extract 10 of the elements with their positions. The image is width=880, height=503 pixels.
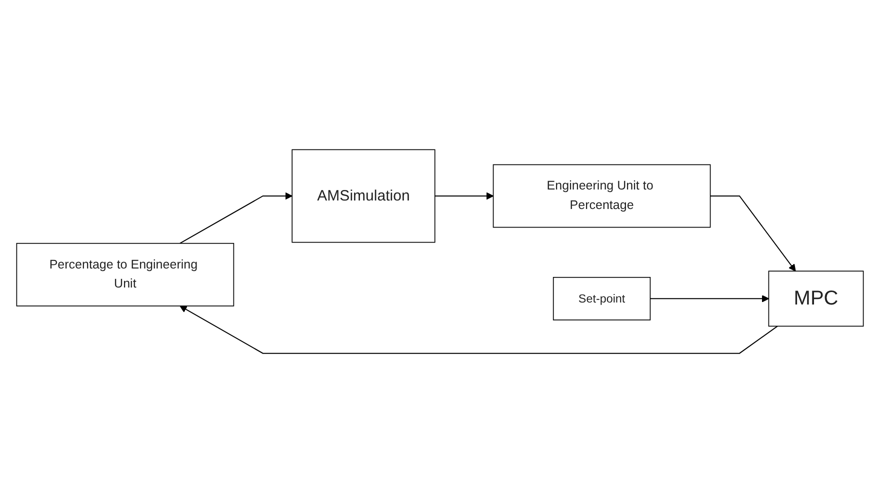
process-box: Set-point (552, 276, 651, 320)
arrow (180, 306, 778, 354)
arrow (434, 192, 494, 200)
arrow (179, 192, 292, 244)
process-box: AMSimulation (292, 149, 436, 243)
process-box: MPC (768, 270, 864, 327)
process-box: Percentage to Engineering Unit (16, 242, 234, 306)
arrow (710, 196, 796, 272)
arrow (650, 294, 770, 302)
process-box: Engineering Unit to Percentage (492, 164, 711, 228)
